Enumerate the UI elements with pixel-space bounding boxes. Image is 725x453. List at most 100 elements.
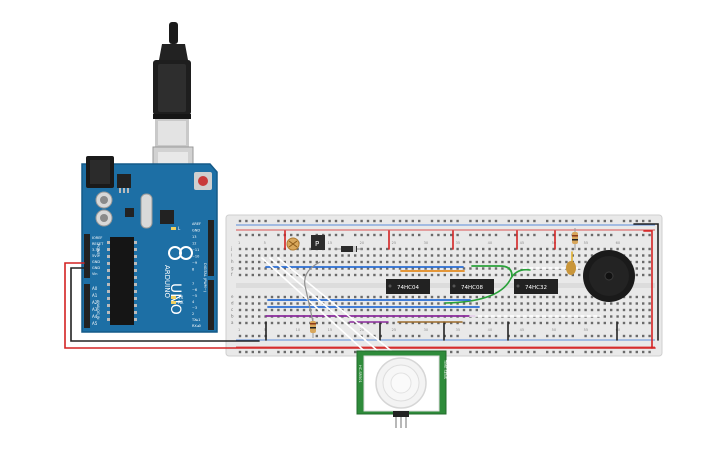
breadboard-hole[interactable]	[296, 247, 299, 251]
breadboard-hole[interactable]	[328, 260, 331, 264]
breadboard-hole[interactable]	[526, 219, 530, 223]
breadboard-hole[interactable]	[347, 254, 350, 257]
breadboard-hole[interactable]	[322, 219, 325, 223]
breadboard-hole[interactable]	[482, 247, 485, 251]
breadboard-hole[interactable]	[354, 350, 357, 354]
breadboard-hole[interactable]	[258, 260, 261, 264]
breadboard-hole[interactable]	[334, 308, 338, 312]
breadboard-hole[interactable]	[642, 254, 645, 257]
breadboard-hole[interactable]	[290, 350, 293, 354]
breadboard-hole[interactable]	[245, 219, 248, 223]
breadboard-hole[interactable]	[603, 247, 606, 251]
breadboard-hole[interactable]	[411, 260, 414, 264]
breadboard-hole[interactable]	[603, 321, 606, 325]
breadboard-hole[interactable]	[411, 219, 414, 223]
breadboard-hole[interactable]	[475, 321, 478, 325]
breadboard-hole[interactable]	[469, 321, 472, 325]
breadboard-hole[interactable]	[514, 273, 517, 277]
breadboard-hole[interactable]	[590, 334, 594, 338]
breadboard-hole[interactable]	[258, 302, 261, 305]
breadboard-hole[interactable]	[533, 302, 536, 305]
breadboard-hole[interactable]	[648, 295, 651, 299]
breadboard-hole[interactable]	[430, 233, 434, 237]
breadboard-hole[interactable]	[411, 308, 414, 312]
breadboard-hole[interactable]	[315, 260, 318, 264]
breadboard-hole[interactable]	[648, 267, 651, 270]
breadboard-hole[interactable]	[469, 302, 472, 305]
breadboard-hole[interactable]	[238, 302, 242, 305]
breadboard-hole[interactable]	[469, 334, 472, 338]
breadboard-hole[interactable]	[552, 321, 555, 325]
breadboard-hole[interactable]	[648, 247, 651, 251]
breadboard-hole[interactable]	[251, 321, 254, 325]
breadboard-hole[interactable]	[315, 308, 318, 312]
breadboard-hole[interactable]	[264, 273, 267, 277]
breadboard-hole[interactable]	[366, 302, 370, 305]
breadboard-hole[interactable]	[283, 321, 286, 325]
breadboard-hole[interactable]	[648, 334, 651, 338]
breadboard-hole[interactable]	[526, 295, 530, 299]
breadboard-hole[interactable]	[424, 273, 427, 277]
breadboard-hole[interactable]	[597, 302, 600, 305]
breadboard-hole[interactable]	[398, 233, 402, 237]
wire-black-right-rail[interactable]	[633, 223, 659, 341]
breadboard-hole[interactable]	[501, 247, 504, 251]
breadboard-hole[interactable]	[437, 334, 440, 338]
breadboard-hole[interactable]	[450, 267, 453, 270]
breadboard-hole[interactable]	[520, 273, 523, 277]
breadboard-hole[interactable]	[488, 247, 491, 251]
breadboard-hole[interactable]	[437, 233, 440, 237]
breadboard-hole[interactable]	[366, 233, 370, 237]
breadboard-hole[interactable]	[277, 254, 280, 257]
breadboard-hole[interactable]	[584, 260, 587, 264]
breadboard-hole[interactable]	[309, 247, 312, 251]
breadboard-hole[interactable]	[360, 267, 363, 270]
breadboard-hole[interactable]	[302, 219, 306, 223]
breadboard-hole[interactable]	[526, 254, 530, 257]
breadboard-hole[interactable]	[328, 321, 331, 325]
breadboard-hole[interactable]	[462, 302, 466, 305]
breadboard-hole[interactable]	[520, 308, 523, 312]
breadboard-hole[interactable]	[546, 219, 549, 223]
breadboard-hole[interactable]	[270, 247, 274, 251]
breadboard-hole[interactable]	[507, 254, 510, 257]
breadboard-hole[interactable]	[488, 302, 491, 305]
breadboard-hole[interactable]	[430, 295, 434, 299]
breadboard-hole[interactable]	[584, 350, 587, 354]
breadboard-hole[interactable]	[450, 219, 453, 223]
breadboard-hole[interactable]	[546, 260, 549, 264]
breadboard-hole[interactable]	[437, 295, 440, 299]
breadboard-hole[interactable]	[296, 308, 299, 312]
breadboard-hole[interactable]	[488, 295, 491, 299]
breadboard-hole[interactable]	[264, 233, 267, 237]
breadboard-hole[interactable]	[629, 321, 632, 325]
breadboard-hole[interactable]	[488, 321, 491, 325]
breadboard-hole[interactable]	[245, 267, 248, 270]
breadboard-hole[interactable]	[398, 260, 402, 264]
breadboard-hole[interactable]	[456, 260, 459, 264]
breadboard-hole[interactable]	[245, 254, 248, 257]
breadboard-hole[interactable]	[539, 321, 542, 325]
breadboard-hole[interactable]	[565, 260, 568, 264]
breadboard-hole[interactable]	[290, 219, 293, 223]
breadboard-hole[interactable]	[373, 233, 376, 237]
breadboard-hole[interactable]	[283, 334, 286, 338]
breadboard-hole[interactable]	[635, 254, 638, 257]
breadboard-hole[interactable]	[360, 233, 363, 237]
breadboard-hole[interactable]	[405, 273, 408, 277]
breadboard-hole[interactable]	[462, 295, 466, 299]
breadboard-hole[interactable]	[296, 321, 299, 325]
breadboard-hole[interactable]	[603, 308, 606, 312]
breadboard-hole[interactable]	[437, 273, 440, 277]
breadboard-hole[interactable]	[264, 267, 267, 270]
breadboard-hole[interactable]	[603, 350, 606, 354]
breadboard-hole[interactable]	[635, 321, 638, 325]
breadboard-hole[interactable]	[437, 219, 440, 223]
breadboard-hole[interactable]	[443, 219, 446, 223]
breadboard-hole[interactable]	[629, 302, 632, 305]
breadboard-hole[interactable]	[334, 302, 338, 305]
breadboard-hole[interactable]	[565, 254, 568, 257]
breadboard-hole[interactable]	[251, 315, 254, 318]
breadboard-hole[interactable]	[450, 334, 453, 338]
breadboard-hole[interactable]	[360, 273, 363, 277]
